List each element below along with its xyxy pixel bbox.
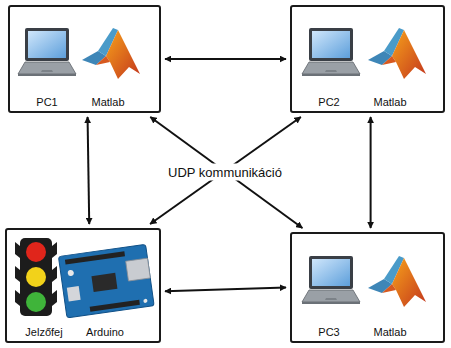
device-caption: Matlab xyxy=(373,326,406,338)
device-caption: PC1 xyxy=(36,96,57,108)
device-caption: PC2 xyxy=(318,96,339,108)
udp-arrow xyxy=(165,58,286,60)
matlab-logo xyxy=(368,28,426,79)
device-caption: Jelzőfej xyxy=(25,326,62,338)
device-caption: Matlab xyxy=(373,96,406,108)
device-box: Jelzőfej Arduino xyxy=(5,228,161,343)
traffic-light-icon xyxy=(15,238,57,316)
udp-arrow xyxy=(370,117,372,228)
network-label: UDP kommunikáció xyxy=(164,164,286,181)
udp-arrow xyxy=(88,117,90,224)
arduino-board-icon xyxy=(58,244,154,318)
matlab-logo xyxy=(368,256,426,307)
device-caption: Matlab xyxy=(91,96,124,108)
device-box: PC3 Matlab xyxy=(290,232,445,343)
laptop-icon xyxy=(302,28,360,76)
device-box: PC1 Matlab xyxy=(8,5,161,113)
matlab-logo xyxy=(82,28,140,79)
laptop-icon xyxy=(302,256,360,304)
udp-arrow xyxy=(165,288,286,292)
udp-arrow xyxy=(150,117,301,224)
device-caption: PC3 xyxy=(318,326,339,338)
udp-arrow xyxy=(150,117,302,228)
device-box: PC2 Matlab xyxy=(290,5,445,113)
device-caption: Arduino xyxy=(86,326,124,338)
laptop-icon xyxy=(18,28,76,76)
